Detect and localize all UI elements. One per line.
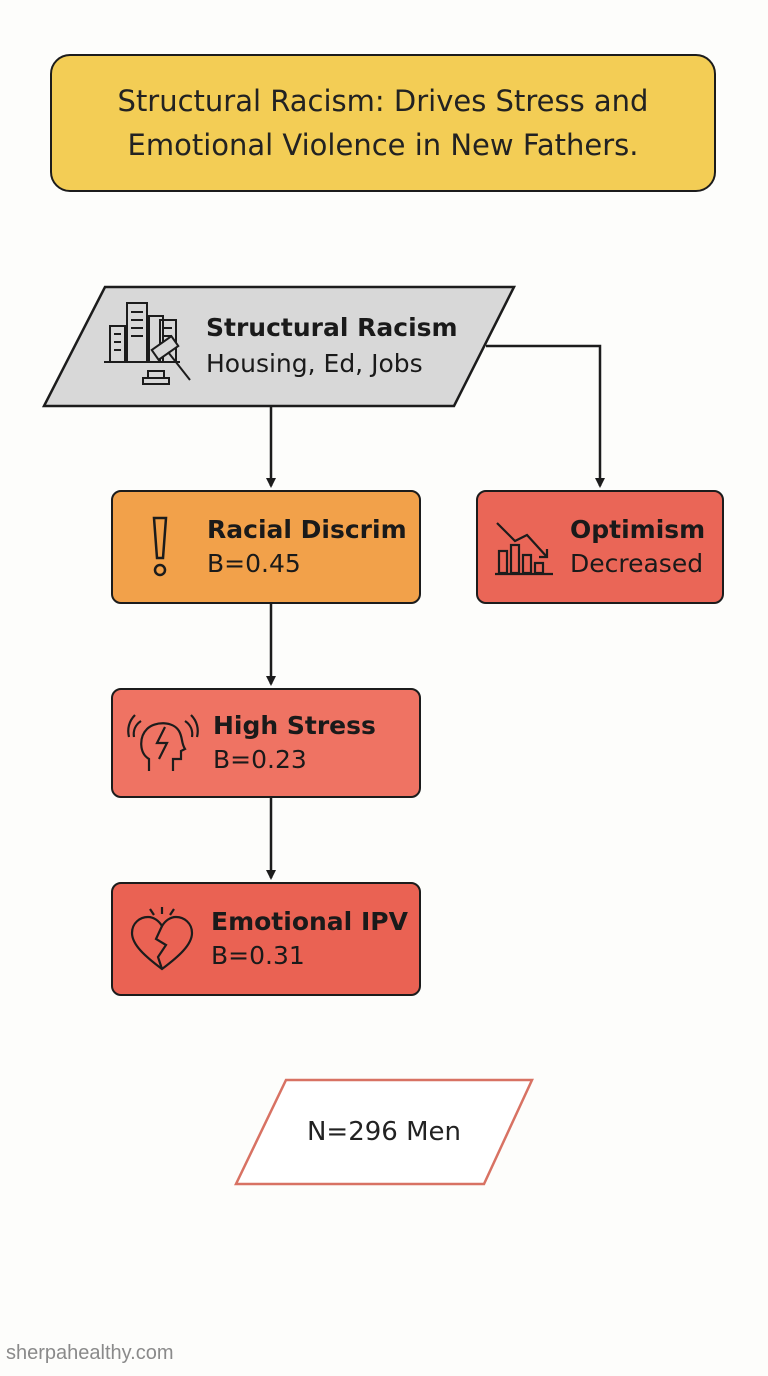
racial-discrim-title: Racial Discrim (207, 515, 407, 544)
sample-size-label: N=296 Men (306, 1117, 462, 1147)
stressed-head-icon (113, 711, 213, 775)
emotional-ipv-title: Emotional IPV (211, 907, 408, 936)
optimism-node: Optimism Decreased (476, 490, 724, 604)
broken-heart-icon (113, 905, 211, 973)
structural-racism-title: Structural Racism (206, 313, 458, 342)
optimism-title: Optimism (570, 515, 706, 544)
racial-discrim-value: B=0.45 (207, 549, 301, 578)
structural-racism-subtitle: Housing, Ed, Jobs (206, 349, 423, 378)
sample-size-node (234, 1078, 534, 1186)
high-stress-value: B=0.23 (213, 745, 307, 774)
declining-chart-icon (478, 517, 570, 577)
title-line-2: Emotional Violence in New Fathers. (127, 128, 639, 162)
emotional-ipv-node: Emotional IPV B=0.31 (111, 882, 421, 996)
title-line-1: Structural Racism: Drives Stress and (117, 84, 649, 118)
arrow-racism-to-optimism (486, 344, 605, 488)
high-stress-title: High Stress (213, 711, 376, 740)
high-stress-node: High Stress B=0.23 (111, 688, 421, 798)
structural-racism-text: Structural Racism Housing, Ed, Jobs (206, 310, 458, 382)
optimism-value: Decreased (570, 549, 704, 578)
title-banner: Structural Racism: Drives Stress and Emo… (50, 54, 716, 192)
exclamation-icon (113, 514, 207, 580)
watermark: sherpahealthy.com (6, 1342, 174, 1364)
racial-discrim-node: Racial Discrim B=0.45 (111, 490, 421, 604)
emotional-ipv-value: B=0.31 (211, 941, 305, 970)
city-gavel-icon (104, 302, 191, 385)
